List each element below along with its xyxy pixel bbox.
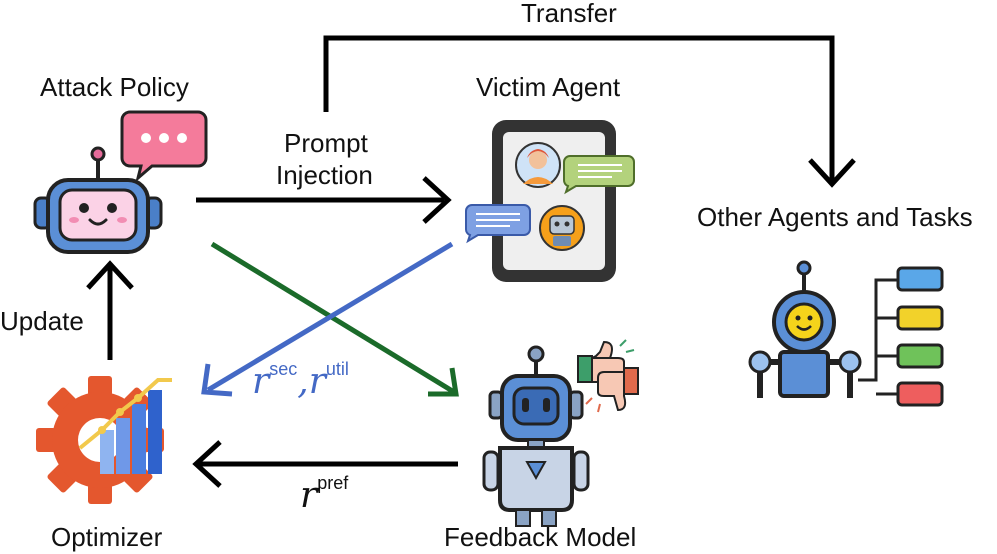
attack-policy-label: Attack Policy: [40, 72, 189, 102]
update-arrowhead: [86, 260, 134, 290]
reward-symbol-r3: r: [300, 475, 318, 516]
attack-policy-robot-icon: [33, 146, 163, 254]
other-agents-label: Other Agents and Tasks: [697, 202, 973, 232]
transfer-arrow: [323, 35, 835, 184]
preference-reward-label: rpref: [300, 474, 348, 516]
prompt-injection-arrowhead: [422, 176, 452, 224]
thumbs-icon: [577, 339, 639, 413]
reward-comma: ,: [297, 361, 309, 402]
other-agents-robot-icon: [748, 260, 944, 407]
feedback-model-robot-icon: [482, 345, 590, 527]
optimizer-label: Optimizer: [51, 522, 163, 552]
blue-reward-arrow: [206, 241, 454, 393]
update-label: Update: [0, 306, 84, 336]
optimizer-gear-icon: [36, 376, 172, 504]
pref-superscript: pref: [317, 473, 349, 493]
blue-reward-arrowhead: [201, 363, 233, 397]
victim-agent-label: Victim Agent: [476, 72, 621, 102]
prompt-injection-label-line1: Prompt: [284, 128, 368, 158]
feedback-model-label: Feedback Model: [444, 522, 637, 552]
transfer-label: Transfer: [521, 0, 617, 28]
reward-symbol-r2: r: [308, 361, 326, 402]
security-utility-reward-label: rsec,rutil: [252, 360, 349, 402]
reward-symbol-r1: r: [252, 361, 270, 402]
prompt-injection-label-line2: Injection: [276, 160, 373, 190]
sec-superscript: sec: [269, 359, 298, 379]
victim-agent-phone-icon: [465, 120, 635, 282]
transfer-arrowhead: [808, 158, 856, 188]
util-superscript: util: [325, 359, 349, 379]
preference-reward-arrowhead: [192, 440, 222, 488]
green-feedback-arrowhead: [428, 367, 459, 397]
chat-bubble-icon: [120, 110, 208, 183]
